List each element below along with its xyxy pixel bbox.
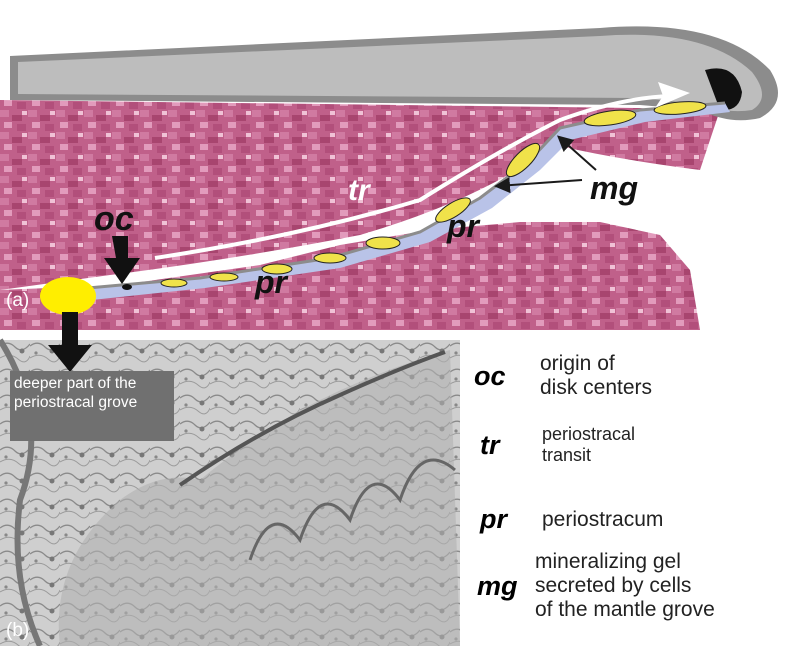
legend-item-mg: mg mineralizing gel secreted by cells of… xyxy=(477,550,715,622)
legend-abbr-mg: mg xyxy=(477,571,535,602)
gel-disk xyxy=(366,237,400,249)
origin-blob xyxy=(40,277,96,315)
label-mg: mg xyxy=(590,170,638,206)
legend-abbr-oc: oc xyxy=(474,361,540,392)
gel-disk xyxy=(210,273,238,281)
legend-text-mg: mineralizing gel secreted by cells of th… xyxy=(535,550,715,622)
label-pr-2: pr xyxy=(446,208,481,244)
legend-item-tr: tr periostracal transit xyxy=(480,424,635,466)
panel-label-b: (b) xyxy=(6,620,29,641)
panel-label-a: (a) xyxy=(6,290,29,311)
legend-item-oc: oc origin of disk centers xyxy=(474,352,652,400)
panel-a: oc tr pr pr mg (a) xyxy=(0,0,795,335)
gel-disk xyxy=(161,279,187,287)
legend-abbr-pr: pr xyxy=(480,504,542,535)
origin-point xyxy=(122,284,132,290)
legend-text-pr: periostracum xyxy=(542,508,663,532)
label-oc: oc xyxy=(94,200,134,238)
callout-deeper-groove: deeper part of the periostracal grove xyxy=(10,371,174,441)
legend-text-tr: periostracal transit xyxy=(542,424,635,466)
label-pr-1: pr xyxy=(254,264,289,300)
legend-text-oc: origin of disk centers xyxy=(540,352,652,400)
legend-item-pr: pr periostracum xyxy=(480,504,663,535)
legend-abbr-tr: tr xyxy=(480,430,542,461)
gel-disk xyxy=(314,253,346,263)
label-tr: tr xyxy=(348,174,372,207)
